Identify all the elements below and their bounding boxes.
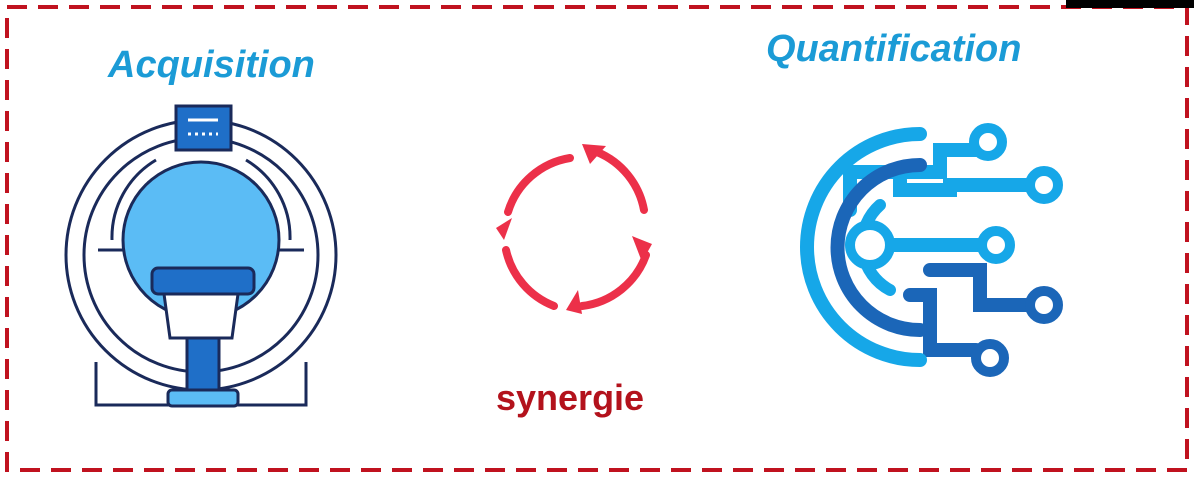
cycle-arrows-icon bbox=[496, 144, 652, 314]
acquisition-label: Acquisition bbox=[108, 44, 315, 86]
mri-scanner-icon bbox=[64, 104, 338, 408]
corner-tab bbox=[1066, 0, 1194, 8]
circuit-icon bbox=[800, 123, 1063, 377]
quantification-label: Quantification bbox=[766, 28, 1022, 70]
synergy-label: synergie bbox=[496, 377, 645, 418]
dashed-border bbox=[5, 5, 1189, 472]
